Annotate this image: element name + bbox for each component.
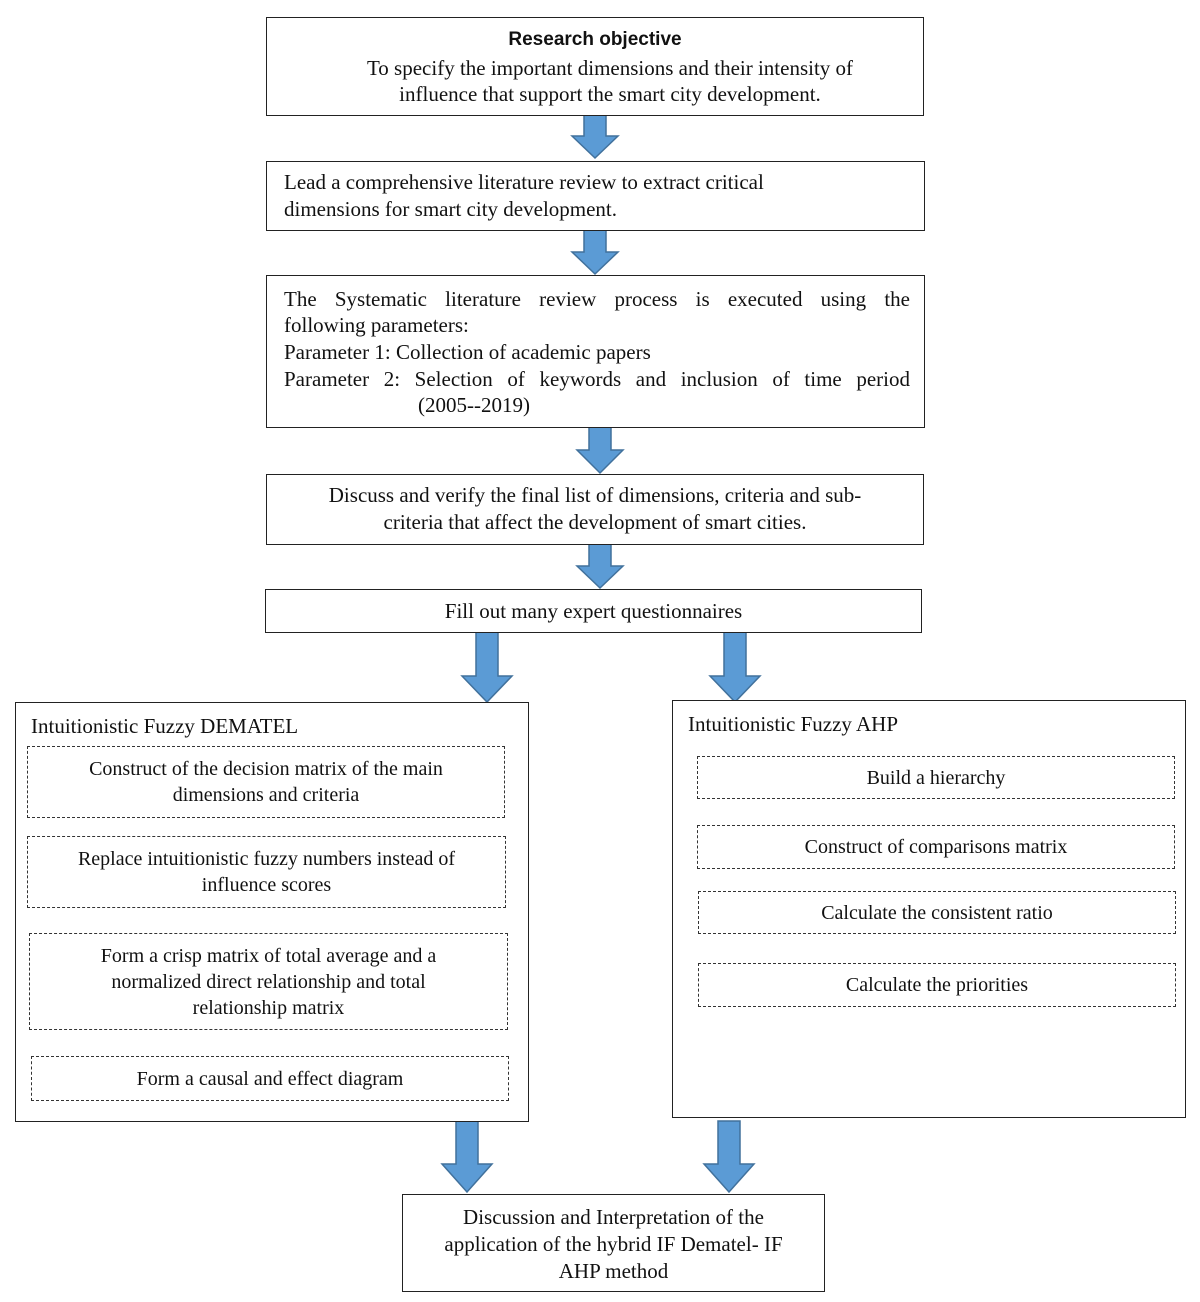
dematel-panel: Intuitionistic Fuzzy DEMATEL (15, 702, 529, 1122)
dematel-step-2-line1: Replace intuitionistic fuzzy numbers ins… (77, 848, 456, 870)
ahp-panel: Intuitionistic Fuzzy AHP (672, 700, 1186, 1118)
arrow-dematel-to-discussion (440, 1120, 494, 1194)
discussion-box: Discussion and Interpretation of the app… (402, 1194, 825, 1292)
ahp-step-2: Construct of comparisons matrix (697, 825, 1175, 869)
verify-dimensions-box: Discuss and verify the final list of dim… (266, 474, 924, 545)
systematic-review-line1: The Systematic literature review process… (284, 287, 910, 311)
dematel-step-1: Construct of the decision matrix of the … (27, 746, 505, 818)
discussion-line1: Discussion and Interpretation of the (463, 1205, 764, 1229)
research-objective-box: Research objective To specify the import… (266, 17, 924, 116)
arrow-systematic-to-verify (575, 426, 625, 475)
literature-review-line2: dimensions for smart city development. (284, 197, 618, 221)
discussion-line3: AHP method (558, 1259, 669, 1283)
dematel-step-3: Form a crisp matrix of total average and… (29, 933, 508, 1030)
questionnaire-label: Fill out many expert questionnaires (444, 599, 743, 623)
dematel-step-3-line1: Form a crisp matrix of total average and… (100, 944, 437, 967)
arrow-verify-to-questionnaire (575, 543, 625, 590)
research-objective-line1: To specify the important dimensions and … (366, 56, 854, 80)
arrow-ahp-to-discussion (702, 1120, 756, 1194)
ahp-step-4: Calculate the priorities (698, 963, 1176, 1007)
dematel-step-2-line2: influence scores (201, 874, 332, 896)
systematic-review-box: The Systematic literature review process… (266, 275, 925, 428)
ahp-title: Intuitionistic Fuzzy AHP (688, 712, 898, 736)
dematel-step-3-line2: normalized direct relationship and total (111, 970, 426, 993)
dematel-step-4: Form a causal and effect diagram (31, 1056, 509, 1101)
verify-dimensions-line2: criteria that affect the development of … (383, 510, 807, 534)
ahp-step-2-line1: Construct of comparisons matrix (804, 836, 1068, 858)
research-objective-heading: Research objective (508, 29, 682, 50)
research-objective-line2: influence that support the smart city de… (399, 82, 821, 106)
dematel-step-1-line2: dimensions and criteria (172, 784, 360, 806)
arrow-questionnaire-to-ahp (708, 631, 762, 704)
literature-review-line1: Lead a comprehensive literature review t… (284, 170, 764, 194)
dematel-step-1-line1: Construct of the decision matrix of the … (89, 758, 443, 780)
dematel-step-3-line3: relationship matrix (192, 996, 345, 1019)
dematel-title: Intuitionistic Fuzzy DEMATEL (31, 714, 299, 738)
ahp-step-1: Build a hierarchy (697, 756, 1175, 799)
ahp-step-3-line1: Calculate the consistent ratio (821, 901, 1053, 924)
parameter-1: Parameter 1: Collection of academic pape… (284, 340, 651, 364)
literature-review-box: Lead a comprehensive literature review t… (266, 161, 925, 231)
parameter-2: Parameter 2: Selection of keywords and i… (284, 367, 910, 391)
questionnaire-box: Fill out many expert questionnaires (265, 589, 922, 633)
dematel-step-4-line1: Form a causal and effect diagram (136, 1067, 404, 1090)
parameter-2-period: (2005--2019) (418, 393, 530, 417)
ahp-step-3: Calculate the consistent ratio (698, 891, 1176, 934)
arrow-objective-to-literature (570, 114, 620, 160)
ahp-step-4-line1: Calculate the priorities (845, 974, 1029, 996)
discussion-line2: application of the hybrid IF Dematel- IF (444, 1232, 783, 1256)
ahp-step-1-line1: Build a hierarchy (866, 766, 1006, 789)
arrow-literature-to-systematic (570, 229, 620, 276)
verify-dimensions-line1: Discuss and verify the final list of dim… (328, 483, 862, 507)
systematic-review-line2: following parameters: (284, 313, 469, 337)
arrow-questionnaire-to-dematel (460, 631, 514, 704)
dematel-step-2: Replace intuitionistic fuzzy numbers ins… (27, 836, 506, 908)
